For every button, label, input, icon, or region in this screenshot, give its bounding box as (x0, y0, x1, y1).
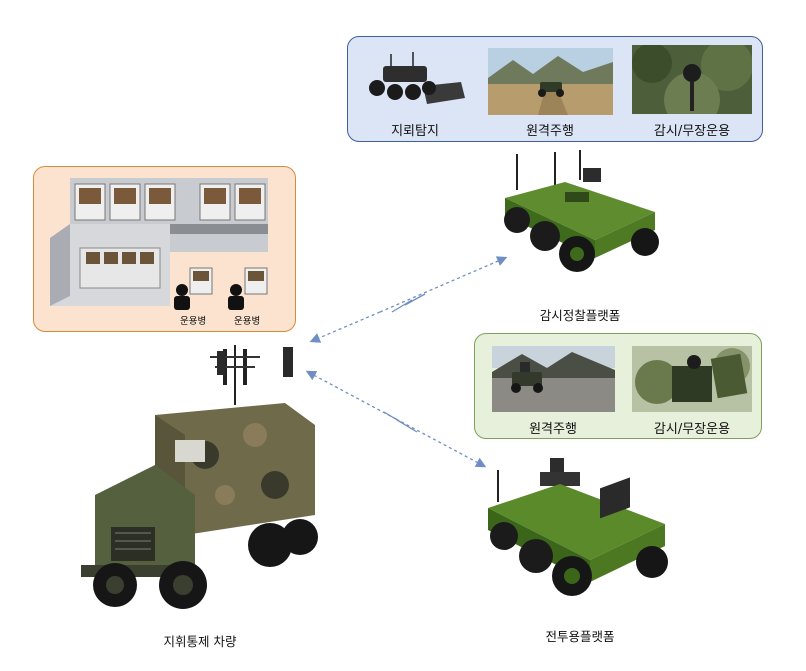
combat-platform-vehicle (480, 452, 675, 617)
surveillance-weapon-photo-top (632, 45, 752, 114)
top-label-surveillance-weapon: 감시/무장운용 (653, 124, 731, 139)
caption-command-vehicle: 지휘통제 차량 (163, 634, 237, 649)
remote-driving-photo-combat (492, 346, 615, 412)
operator-label-2: 운용병 (234, 316, 261, 327)
top-label-mine-detection: 지뢰탐지 (391, 124, 439, 139)
mid-label-surveillance-weapon: 감시/무장운용 (653, 422, 731, 437)
link-arrow-to-command-vehicle (305, 370, 397, 420)
command-vehicle-truck (75, 345, 320, 615)
surveillance-weapon-photo-combat (632, 346, 752, 412)
link-zigzag-surveillance (391, 293, 426, 313)
mine-detection-photo (361, 44, 469, 114)
remote-driving-photo (488, 48, 613, 115)
mid-label-remote-driving: 원격주행 (529, 422, 577, 437)
control-room-illustration (50, 176, 275, 326)
top-label-remote-driving: 원격주행 (526, 124, 574, 139)
link-zigzag-combat (383, 411, 418, 433)
link-arrow-to-control-room (309, 311, 381, 343)
caption-combat-platform: 전투용플랫폼 (545, 629, 615, 644)
operator-label-1: 운용병 (180, 316, 207, 327)
link-arrow-to-surveillance-platform (379, 256, 508, 313)
surveillance-platform-vehicle (495, 150, 665, 295)
link-arrow-to-combat-platform (395, 418, 487, 468)
caption-surveillance-platform: 감시정찰플랫폼 (539, 308, 621, 323)
